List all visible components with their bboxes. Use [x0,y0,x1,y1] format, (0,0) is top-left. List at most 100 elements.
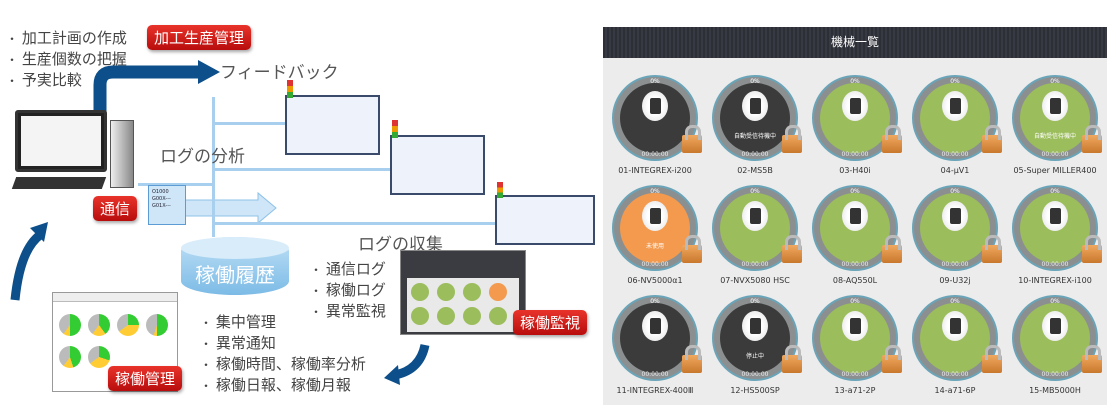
lock-icon[interactable] [882,235,902,263]
lock-icon[interactable] [682,235,702,263]
machine-tile[interactable]: 0% 未使用 00:00:00 06-NV5000α1 [605,185,705,295]
utilization-percent: 0% [850,78,860,85]
feedback-arrowhead [198,60,220,84]
machine-tile[interactable]: 0% 00:00:00 04-μV1 [905,75,1005,185]
machine-name: 14-a71-6P [934,386,976,395]
machine-status-ring: 0% 停止中 00:00:00 [712,295,802,381]
status-disc [620,83,690,153]
status-disc: 自動受信待機中 [1020,83,1090,153]
lock-icon[interactable] [882,125,902,153]
status-disc: 自動受信待機中 [720,83,790,153]
machine-photo [842,311,868,341]
pc-monitor [15,110,107,172]
lock-icon[interactable] [682,345,702,373]
machine-status-ring: 0% 自動受信待機中 00:00:00 [712,75,802,161]
machine-tile[interactable]: 0% 自動受信待機中 00:00:00 05-Super MILLER400 [1005,75,1105,185]
machine-photo [642,311,668,341]
machine-tile[interactable]: 0% 00:00:00 07-NVX5080 HSC [705,185,805,295]
machine-tile[interactable]: 0% 00:00:00 09-U32j [905,185,1005,295]
elapsed-time: 00:00:00 [741,261,769,268]
machine-tool-2 [390,135,485,195]
status-disc [1020,303,1090,373]
lock-icon[interactable] [982,235,1002,263]
lock-icon[interactable] [982,125,1002,153]
utilization-percent: 0% [650,298,660,305]
badge-production-management: 加工生産管理 [147,25,252,50]
badge-operation-management: 稼働管理 [108,366,183,391]
machine-photo [842,201,868,231]
nc-line: G00X--- [152,196,171,202]
lock-icon[interactable] [782,345,802,373]
bullet: 稼働ログ [310,280,386,301]
machine-name: 09-U32j [939,276,971,285]
machine-photo [1042,91,1068,121]
machine-tile[interactable]: 0% 自動受信待機中 00:00:00 02-MS5B [705,75,805,185]
machine-tile[interactable]: 0% 00:00:00 10-INTEGREX-i100 [1005,185,1105,295]
bullet: 稼働時間、稼働率分析 [200,354,366,375]
status-text: 自動受信待機中 [733,133,776,140]
machine-tile[interactable]: 0% 00:00:00 14-a71-6P [905,295,1005,405]
machine-tile[interactable]: 0% 00:00:00 08-AQ550L [805,185,905,295]
badge-operation-monitoring: 稼働監視 [513,310,588,335]
lock-icon[interactable] [1082,345,1102,373]
comm-arrow [184,191,277,225]
elapsed-time: 00:00:00 [1041,151,1069,158]
machine-status-ring: 0% 自動受信待機中 00:00:00 [1012,75,1102,161]
machine-name: 01-INTEGREX-i200 [618,166,692,175]
utilization-percent: 0% [650,78,660,85]
lock-icon[interactable] [782,235,802,263]
lock-icon[interactable] [1082,235,1102,263]
machine-photo [942,91,968,121]
machine-tile[interactable]: 0% 停止中 00:00:00 12-HS500SP [705,295,805,405]
status-disc [820,83,890,153]
elapsed-time: 00:00:00 [741,151,769,158]
machine-tool-3 [495,195,595,245]
status-disc [1020,193,1090,263]
machine-status-ring: 0% 00:00:00 [1012,295,1102,381]
machine-name: 07-NVX5080 HSC [720,276,790,285]
lock-icon[interactable] [682,125,702,153]
elapsed-time: 00:00:00 [841,151,869,158]
bullet: 異常通知 [200,333,366,354]
status-disc [820,193,890,263]
machine-tile[interactable]: 0% 00:00:00 15-MB5000H [1005,295,1105,405]
pc-tower [110,120,134,188]
status-text: 未使用 [645,243,664,250]
machine-tile[interactable]: 0% 00:00:00 01-INTEGREX-i200 [605,75,705,185]
lock-icon[interactable] [782,125,802,153]
network-trunk [212,97,215,237]
lock-icon[interactable] [1082,125,1102,153]
monitor-screenshot-thumb [400,250,526,335]
utilization-percent: 0% [1050,298,1060,305]
status-disc [920,303,990,373]
panel-title: 機械一覧 [830,35,879,49]
utilization-percent: 0% [1050,78,1060,85]
log-analysis-label: ログの分析 [160,147,245,167]
panel-header: 機械一覧 [603,27,1107,58]
status-text: 自動受信待機中 [1033,133,1076,140]
utilization-percent: 0% [650,188,660,195]
machine-tile[interactable]: 0% 00:00:00 03-H40i [805,75,905,185]
lock-icon[interactable] [982,345,1002,373]
badge-communication: 通信 [93,196,138,221]
history-label: 稼働履歴 [195,263,275,287]
status-disc: 未使用 [620,193,690,263]
machine-name: 03-H40i [839,166,871,175]
elapsed-time: 00:00:00 [641,261,669,268]
utilization-percent: 0% [1050,188,1060,195]
status-disc [620,303,690,373]
machine-tile[interactable]: 0% 00:00:00 13-a71-2P [805,295,905,405]
machine-tile[interactable]: 0% 00:00:00 11-INTEGREX-400Ⅲ [605,295,705,405]
bullet: 生産個数の把握 [6,49,127,70]
machine-photo [842,91,868,121]
machine-status-ring: 0% 00:00:00 [812,295,902,381]
utilization-percent: 0% [850,188,860,195]
machine-photo [942,311,968,341]
elapsed-time: 00:00:00 [941,371,969,378]
utilization-percent: 0% [750,188,760,195]
nc-line: O1000 [152,189,169,195]
lock-icon[interactable] [882,345,902,373]
machine-status-ring: 0% 00:00:00 [612,75,702,161]
nc-program-doc: O1000 G00X--- G01X--- [148,185,186,225]
machine-list-panel: 機械一覧 0% 00:00:00 01-INTEGREX-i200 0% 自動受… [603,27,1107,405]
